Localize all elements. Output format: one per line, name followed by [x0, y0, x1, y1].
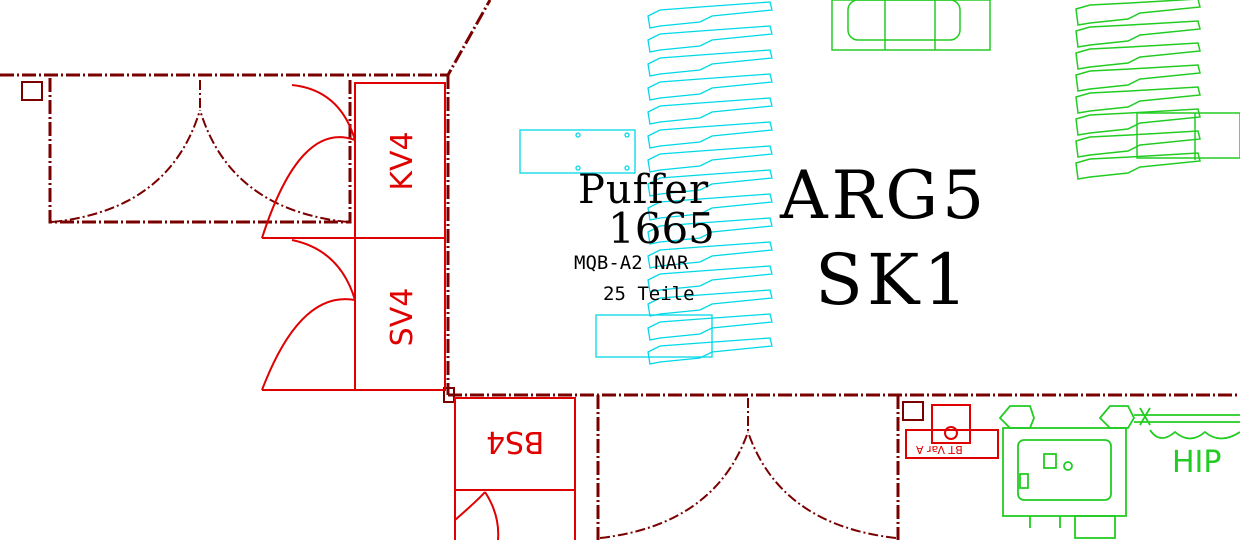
cyan-part — [647, 313, 773, 341]
double-door-bottom — [599, 398, 897, 539]
buffer-title: Puffer — [578, 167, 710, 213]
room-label-kv4: KV4 — [385, 131, 420, 191]
green-part — [1075, 130, 1201, 158]
area-label-sk1: SK1 — [815, 239, 972, 321]
part-count: 25 Teile — [603, 283, 695, 305]
cyan-part — [647, 1, 773, 29]
station-label-hip: HIP — [1172, 445, 1222, 480]
green-machine-top — [831, 0, 991, 51]
cyan-part — [647, 97, 773, 125]
green-machine-bottom — [998, 405, 1240, 539]
red-rooms — [261, 82, 999, 540]
cyan-part — [647, 25, 773, 53]
cyan-part — [647, 145, 773, 173]
buffer-number: 1665 — [608, 204, 715, 253]
cyan-part — [647, 193, 773, 221]
station-label-bt: BT Var A — [916, 443, 963, 456]
green-part — [1075, 64, 1201, 92]
green-part — [1075, 42, 1201, 70]
wall-markers — [21, 81, 924, 421]
green-part — [1075, 108, 1201, 136]
green-part — [1075, 0, 1201, 26]
green-part — [1075, 86, 1201, 114]
cyan-part — [647, 337, 773, 365]
cyan-part — [647, 241, 773, 269]
double-door-top-left — [51, 80, 349, 223]
cyan-part — [647, 217, 773, 245]
cyan-part — [647, 49, 773, 77]
green-part-stack — [1075, 0, 1201, 180]
green-part — [1075, 20, 1201, 48]
room-label-sv4: SV4 — [385, 287, 420, 347]
cyan-boxes — [519, 129, 713, 358]
green-fixture-right — [1136, 112, 1240, 160]
cyan-part — [647, 169, 773, 197]
room-label-bs4: BS4 — [486, 424, 545, 459]
cyan-part — [647, 265, 773, 293]
part-label: MQB-A2 NAR — [574, 252, 689, 274]
cyan-part — [647, 73, 773, 101]
area-label-arg5: ARG5 — [780, 157, 989, 234]
cyan-part-stack — [647, 1, 773, 365]
cyan-part — [647, 121, 773, 149]
green-part — [1075, 152, 1201, 180]
